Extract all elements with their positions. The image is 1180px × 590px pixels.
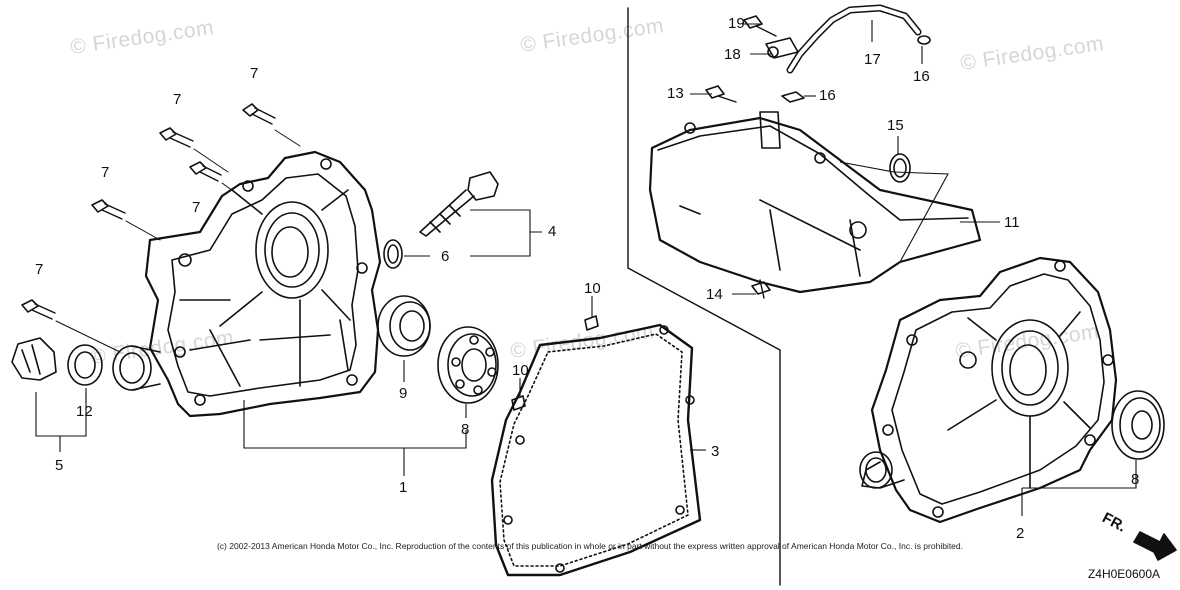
callout-7: 7 — [192, 199, 201, 216]
callout-12: 12 — [76, 403, 93, 420]
diagram-code: Z4H0E0600A — [1087, 567, 1160, 581]
front-arrow — [1133, 531, 1177, 561]
clip-16-upper — [917, 35, 931, 45]
drain-plug-cap — [11, 337, 57, 381]
callout-7: 7 — [101, 164, 110, 181]
callout-19: 19 — [728, 15, 745, 32]
bearing-8 — [437, 326, 499, 404]
callout-2: 2 — [1016, 525, 1025, 542]
bolt-7-upper-left — [159, 127, 229, 173]
dowel-pin-upper — [584, 315, 599, 331]
gasket-3 — [490, 323, 702, 577]
callout-7: 7 — [35, 261, 44, 278]
clamp-18 — [765, 37, 799, 59]
bolt-13 — [705, 85, 737, 103]
callout-6: 6 — [441, 248, 450, 265]
bolt-14 — [751, 279, 771, 299]
callout-18: 18 — [724, 46, 741, 63]
o-ring-6 — [383, 239, 403, 269]
callout-17: 17 — [864, 51, 881, 68]
o-ring-15 — [889, 153, 911, 183]
callout-10: 10 — [584, 280, 601, 297]
callout-11: 11 — [1004, 214, 1020, 231]
oil-dipstick — [419, 171, 499, 237]
callout-7: 7 — [250, 65, 259, 82]
callout-4: 4 — [548, 223, 557, 240]
leader-lines — [35, 20, 1137, 516]
callout-9: 9 — [399, 385, 408, 402]
bolt-7-lower — [21, 299, 121, 353]
callout-5: 5 — [55, 457, 64, 474]
callout-10: 10 — [512, 362, 529, 379]
callout-7: 7 — [173, 91, 182, 108]
oil-seal-9 — [377, 295, 431, 357]
crankcase-cover-left — [144, 150, 382, 418]
breather-tube-17 — [786, 4, 922, 74]
washer-12 — [67, 344, 103, 386]
copyright-notice: (c) 2002-2013 American Honda Motor Co., … — [216, 541, 964, 551]
bolt-7-left — [91, 199, 161, 241]
callout-13: 13 — [667, 85, 684, 102]
callout-16: 16 — [913, 68, 930, 85]
callout-16: 16 — [819, 87, 836, 104]
crankcase-cover-right — [859, 256, 1118, 524]
bolt-7-top — [242, 103, 301, 147]
bolt-19 — [743, 15, 777, 37]
clip-16-lower — [781, 91, 805, 103]
callout-8: 8 — [461, 421, 470, 438]
callout-8: 8 — [1131, 471, 1140, 488]
bolt-7-middle — [189, 161, 241, 197]
callout-14: 14 — [706, 286, 723, 303]
callout-3: 3 — [711, 443, 720, 460]
callout-15: 15 — [887, 117, 904, 134]
collar — [112, 345, 161, 391]
section-divider — [627, 7, 781, 586]
oil-tank-11 — [648, 111, 982, 294]
bearing-8-right — [1111, 390, 1165, 460]
callout-1: 1 — [399, 479, 408, 496]
